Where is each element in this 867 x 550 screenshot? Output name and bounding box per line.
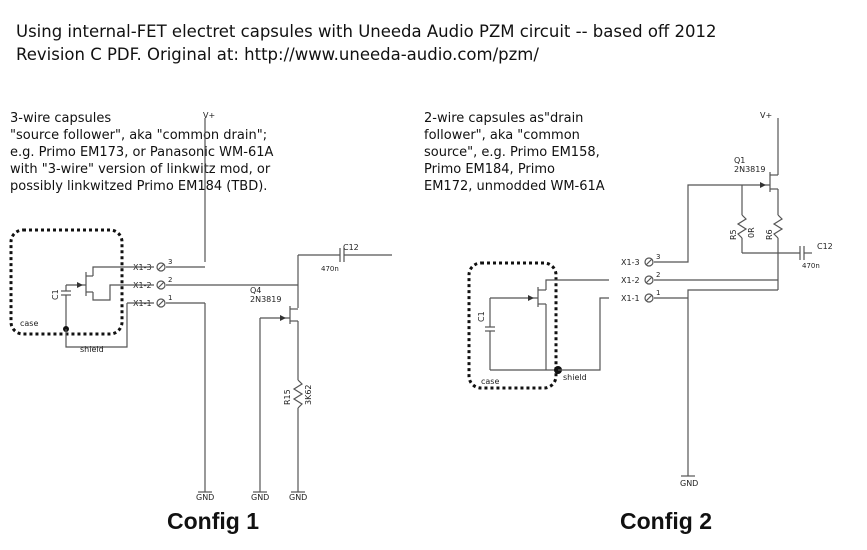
config2-gnd-label: GND [680,479,698,488]
config2-r5-value: 0R [747,227,756,238]
config1-pin-number: 3 [168,258,172,266]
config1-r15-label: R15 [283,389,292,405]
config2-q1-arrow [760,182,766,188]
config1-q4-type: 2N3819 [250,295,281,304]
config2-r6-label: R6 [765,229,774,240]
config1-gnd-symbol: GND [196,491,214,502]
config2-desc-line: Primo EM184, Primo [424,162,556,177]
config1-schematic: V+ X1-3 X1-2 X1-1 3 2 1 [9,111,392,502]
config1-pin-slash [157,263,165,271]
config2-capsule-case [467,261,558,390]
config1-gnd-label: GND [289,493,307,502]
config2-vplus-label: V+ [760,111,772,120]
config2-description: 2-wire capsules as"drain follower", aka … [424,110,605,195]
title-line-2: Revision C PDF. Original at: http://www.… [16,45,539,64]
config2-q1-type: 2N3819 [734,165,765,174]
config2-shield-label: shield [563,373,587,382]
config2-pin-number: 1 [656,289,660,297]
config1-inner-fet-arrow [77,282,83,288]
config1-c12-value: 470n [321,265,339,273]
config1-desc-line: "source follower", aka "common drain"; [10,128,268,143]
config1-pin-circle [156,280,166,290]
config2-pin-slash [645,294,653,302]
config1-pin-slash [157,281,165,289]
config2-desc-line: EM172, unmodded WM-61A [424,179,605,194]
config1-connector-pin [156,280,166,290]
config2-pin-number: 3 [656,253,660,261]
config2-pin-circle [644,275,654,285]
config2-r5-label: R5 [729,229,738,240]
config2-pin-slash [645,258,653,266]
config1-desc-line: 3-wire capsules [10,111,112,126]
config2-inner-fet-arrow [528,295,534,301]
config1-inner-drain-wire [92,266,154,276]
config1-gnd-label: GND [251,493,269,502]
config1-connector-pin [156,262,166,272]
config2-inner-drain-wire [545,279,609,290]
title-line-1: Using internal-FET electret capsules wit… [16,22,717,41]
config2-pin-label: X1-1 [621,294,640,303]
config2-pin3-wire [654,184,742,263]
config2-r5-resistor [736,214,748,239]
config2-r6-resistor [772,214,784,239]
config2-c12-label: C12 [817,242,833,251]
config2-label: Config 2 [620,508,712,534]
config2-pin-label: X1-2 [621,276,640,285]
config2-connector-pin [644,293,654,303]
config1-connector-pin [156,298,166,308]
config1-r15-value: 3K62 [304,384,313,405]
config1-gnd-symbol: GND [251,491,269,502]
config1-r15-resistor [292,379,304,409]
config1-pin-circle [156,262,166,272]
config2-q1-label: Q1 [734,156,745,165]
config2-pin-number: 2 [656,271,660,279]
config1-vplus-label: V+ [203,111,215,120]
config1-pin-number: 1 [168,294,172,302]
config1-shield-wire [65,303,128,348]
config2-c1-label: C1 [477,311,486,322]
config2-pin-circle [644,293,654,303]
config2-connector-pin [644,257,654,267]
config2-desc-line: source", e.g. Primo EM158, [424,145,600,160]
config1-q4-arrow [280,315,286,321]
config2-c12-value: 470n [802,262,820,270]
config1-c1-label: C1 [51,289,60,300]
config1-c12-label: C12 [343,243,359,252]
config1-desc-line: e.g. Primo EM173, or Panasonic WM-61A [10,145,274,160]
config1-label: Config 1 [167,508,259,534]
config1-pin-slash [157,299,165,307]
config2-case-label: case [481,377,499,386]
config1-inner-source-wire [92,284,154,301]
config1-q4-label: Q4 [250,286,261,295]
config1-gnd-symbol: GND [289,491,307,502]
config2-desc-line: 2-wire capsules as"drain [424,111,584,126]
config2-shield-wire [558,297,609,371]
config1-case-label: case [20,319,38,328]
page-title: Using internal-FET electret capsules wit… [16,20,856,66]
config2-pin-slash [645,276,653,284]
config2-pin-label: X1-3 [621,258,640,267]
config1-shield-label: shield [80,345,104,354]
config2-connector-pin [644,275,654,285]
config2-desc-line: follower", aka "common [424,128,580,143]
config1-pin-number: 2 [168,276,172,284]
config1-pin-circle [156,298,166,308]
config2-pin-circle [644,257,654,267]
config2-schematic: V+ Q1 2N3819 R5 0R R6 [467,111,833,488]
config1-gnd-label: GND [196,493,214,502]
config1-desc-line: possibly linkwitzed Primo EM184 (TBD). [10,179,268,194]
config2-gnd-rail [687,289,778,298]
